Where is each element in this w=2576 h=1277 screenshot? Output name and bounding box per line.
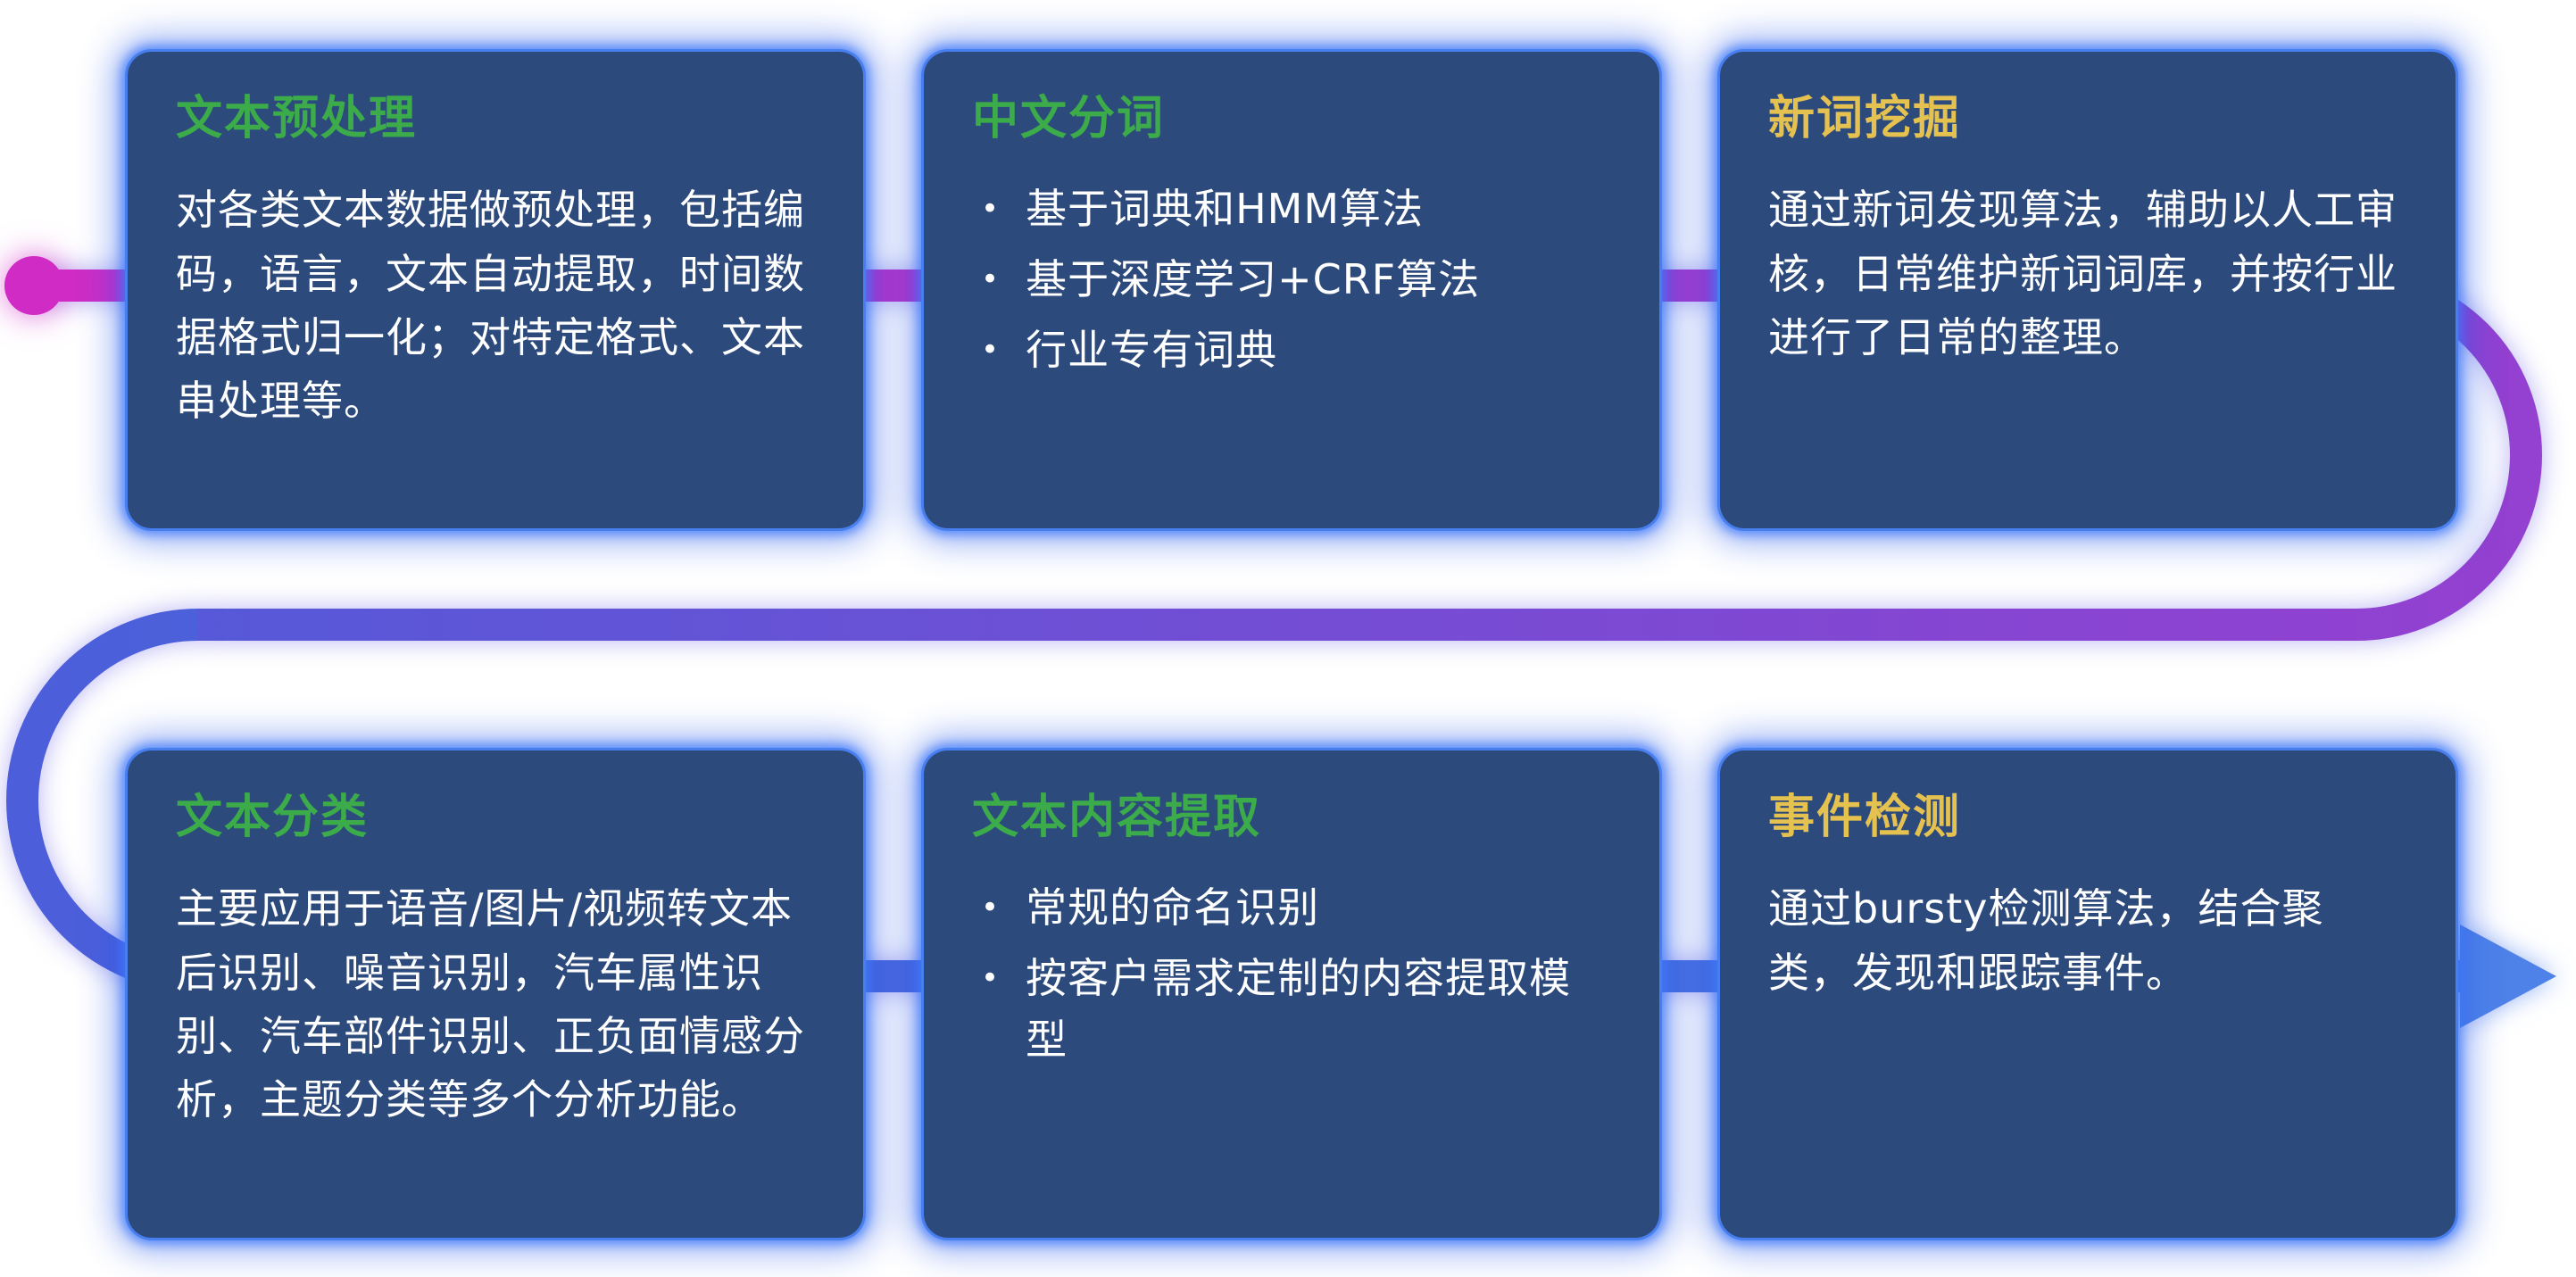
list-item: • 基于词典和HMM算法 <box>981 178 1611 240</box>
card-body: 通过新词发现算法，辅助以人工审核，日常维护新词词库，并按行业进行了日常的整理。 <box>1768 186 2397 361</box>
bullet-text: 行业专有词典 <box>1026 326 1278 375</box>
card-body: 主要应用于语音/图片/视频转文本后识别、噪音识别，汽车属性识别、汽车部件识别、正… <box>176 884 805 1124</box>
list-item: • 按客户需求定制的内容提取模型 <box>981 948 1611 1071</box>
bullet-text: 常规的命名识别 <box>1026 883 1320 933</box>
card-title: 新词挖掘 <box>1768 92 1962 145</box>
card-body: 对各类文本数据做预处理，包括编码，语言，文本自动提取，时间数据格式归一化；对特定… <box>176 186 805 426</box>
bullet-icon: • <box>981 261 1000 298</box>
flow-arrow-icon <box>2460 925 2556 1028</box>
card-title: 文本内容提取 <box>972 791 1262 844</box>
bullet-icon: • <box>981 890 1000 926</box>
card-event-detection: 事件检测 通过bursty检测算法，结合聚类，发现和跟踪事件。 <box>1717 748 2458 1240</box>
list-item: • 常规的命名识别 <box>981 877 1611 939</box>
card-title: 事件检测 <box>1768 791 1962 844</box>
list-item: • 基于深度学习+CRF算法 <box>981 249 1611 311</box>
card-text-content-extraction: 文本内容提取 • 常规的命名识别 • 按客户需求定制的内容提取模型 <box>921 748 1662 1240</box>
card-title: 中文分词 <box>972 92 1166 145</box>
card-chinese-word-segmentation: 中文分词 • 基于词典和HMM算法 • 基于深度学习+CRF算法 • 行业专有词… <box>921 49 1662 531</box>
card-text-classification: 文本分类 主要应用于语音/图片/视频转文本后识别、噪音识别，汽车属性识别、汽车部… <box>125 748 866 1240</box>
card-new-word-mining: 新词挖掘 通过新词发现算法，辅助以人工审核，日常维护新词词库，并按行业进行了日常… <box>1717 49 2458 531</box>
flow-start-dot-icon <box>4 256 63 315</box>
list-item: • 行业专有词典 <box>981 319 1611 381</box>
bullet-text: 按客户需求定制的内容提取模型 <box>1026 954 1572 1065</box>
card-title: 文本预处理 <box>176 92 418 145</box>
bullet-icon: • <box>981 960 1000 997</box>
bullet-list: • 常规的命名识别 • 按客户需求定制的内容提取模型 <box>972 877 1611 1071</box>
card-title: 文本分类 <box>176 791 370 844</box>
bullet-list: • 基于词典和HMM算法 • 基于深度学习+CRF算法 • 行业专有词典 <box>972 178 1611 381</box>
bullet-icon: • <box>981 191 1000 228</box>
bullet-icon: • <box>981 332 1000 369</box>
card-text-preprocessing: 文本预处理 对各类文本数据做预处理，包括编码，语言，文本自动提取，时间数据格式归… <box>125 49 866 531</box>
bullet-text: 基于词典和HMM算法 <box>1026 185 1425 234</box>
card-body: 通过bursty检测算法，结合聚类，发现和跟踪事件。 <box>1768 884 2324 997</box>
bullet-text: 基于深度学习+CRF算法 <box>1026 255 1481 304</box>
flow-line-row2 <box>6 609 2472 992</box>
